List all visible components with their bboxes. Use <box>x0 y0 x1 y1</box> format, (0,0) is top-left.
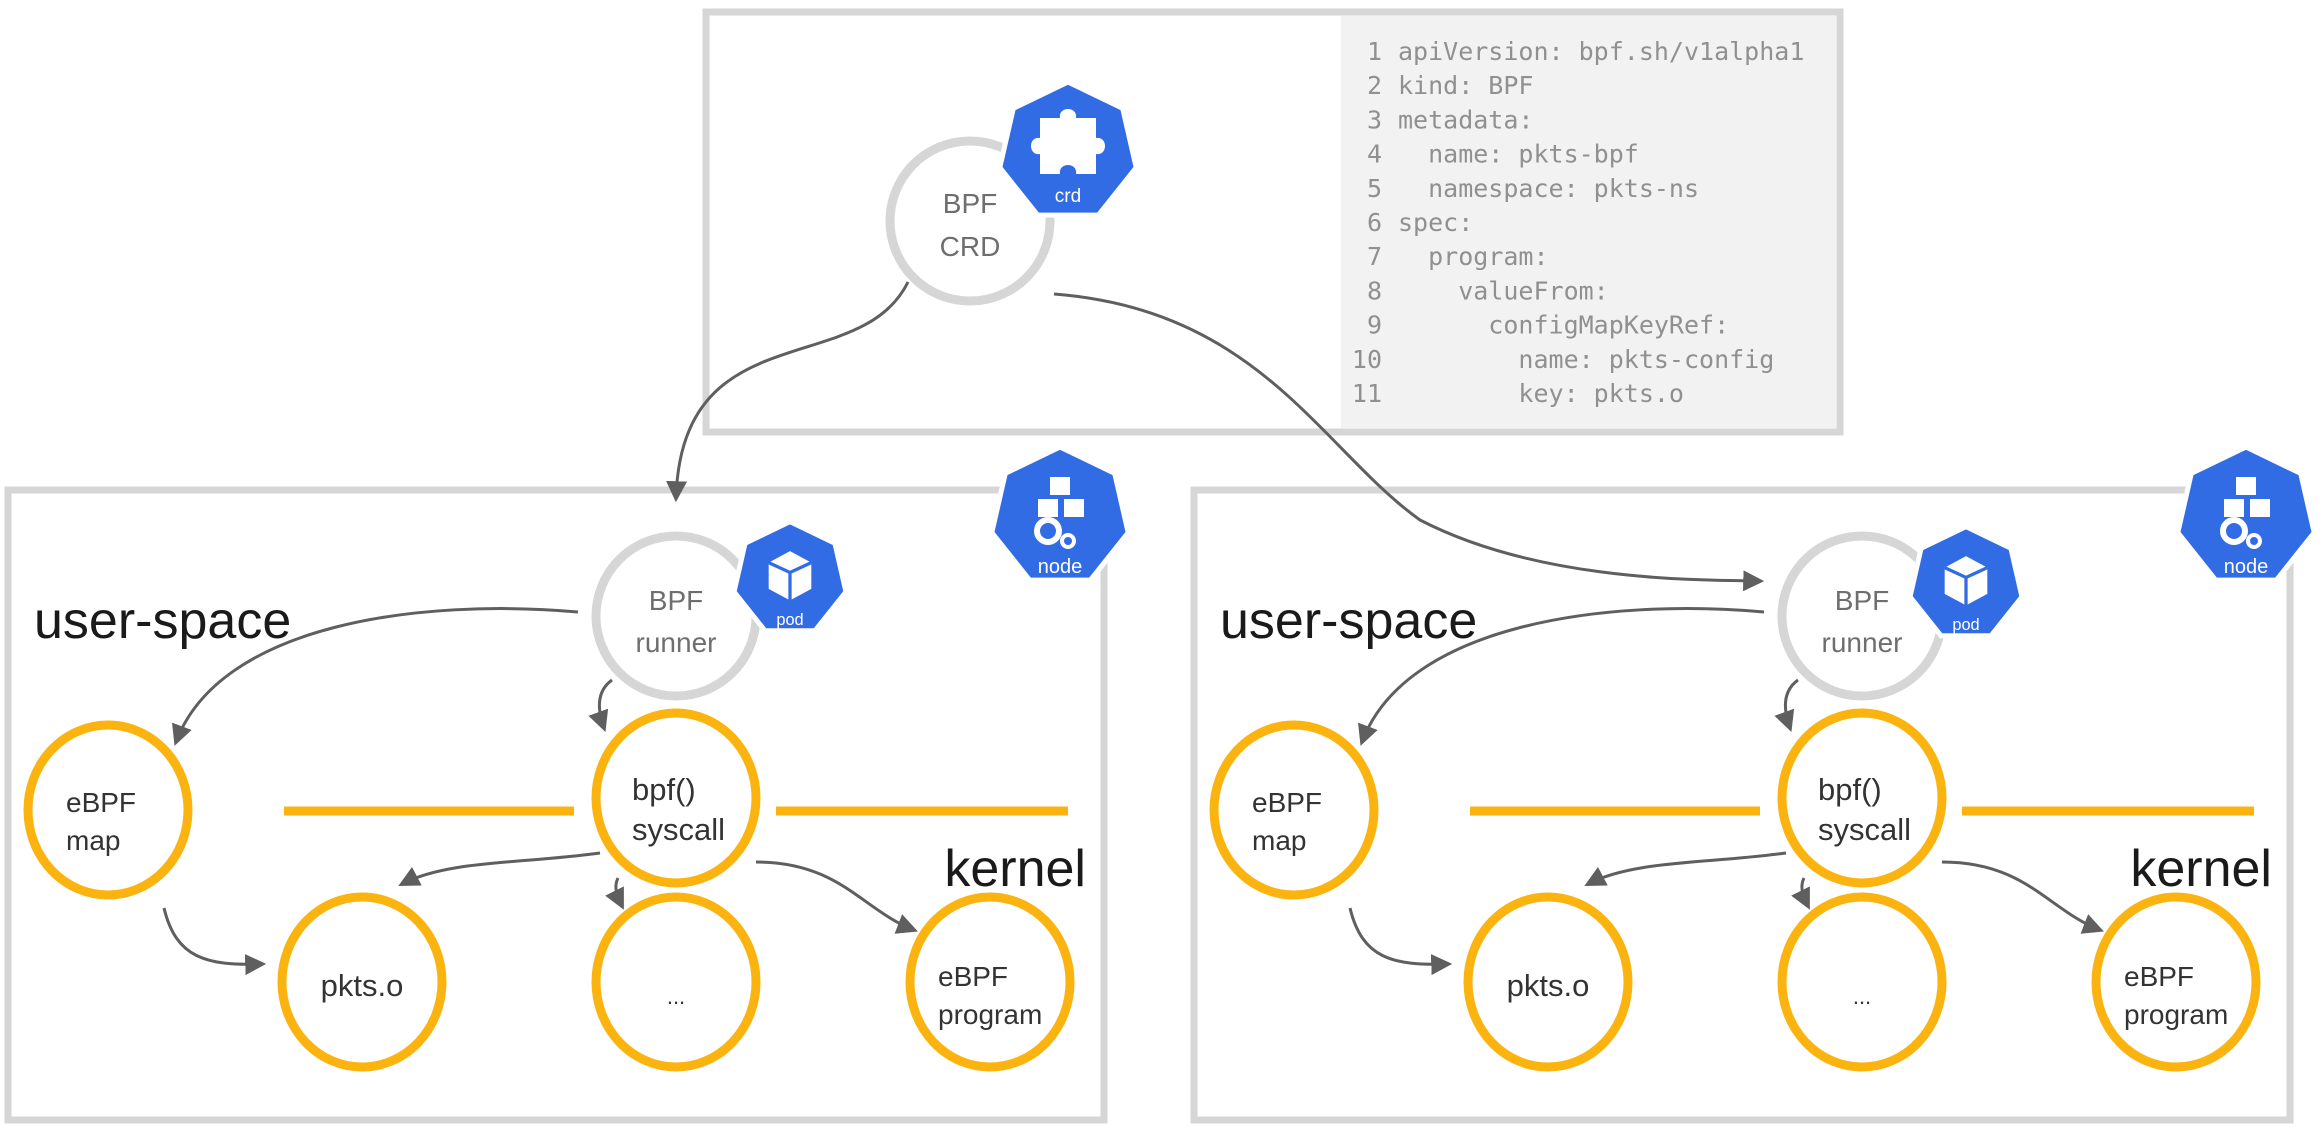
node-badge: node <box>992 447 1128 580</box>
code-line-text: namespace: pkts-ns <box>1398 174 1699 203</box>
ebpf-map-label-line1: eBPF <box>66 787 136 818</box>
pkts-o-label: pkts.o <box>321 968 404 1003</box>
bpf-crd-label-line2: CRD <box>940 231 1001 262</box>
arrow-crd-to-runner-2 <box>1053 292 1765 592</box>
code-line-text: key: pkts.o <box>1398 379 1684 408</box>
bpf-syscall-circle <box>591 708 761 888</box>
code-line-text: spec: <box>1398 208 1473 237</box>
arrow-syscall-to-program <box>1941 860 2104 934</box>
bpf-syscall-circle <box>1777 708 1947 888</box>
code-line-number: 3 <box>1367 105 1382 134</box>
code-line-text: program: <box>1398 242 1549 271</box>
bpf-syscall-label-line1: bpf() <box>632 772 696 807</box>
code-line-number: 6 <box>1367 208 1382 237</box>
node-badge-label: node <box>1038 556 1083 578</box>
code-line-number: 11 <box>1352 379 1382 408</box>
arrow-runner-to-syscall <box>1774 678 1799 732</box>
ellipsis-circle <box>591 892 761 1072</box>
cube-icon <box>767 551 813 601</box>
kernel-label: kernel <box>2130 840 2272 898</box>
pkts-o-circle <box>1463 892 1633 1072</box>
code-line-number: 5 <box>1367 174 1382 203</box>
arrow-syscall-to-pkts <box>1584 851 1787 886</box>
pkts-o-circle <box>277 892 447 1072</box>
arrow-syscall-to-program <box>755 860 918 934</box>
ebpf-program-circle <box>2091 892 2261 1072</box>
cube-icon <box>1943 556 1989 606</box>
ebpf-program-label-line2: program <box>938 999 1042 1030</box>
bpf-syscall-label-line1: bpf() <box>1818 772 1882 807</box>
node-panel-2: user-space kernel node BPF runner pod <box>1190 447 2314 1124</box>
arrow-runner-to-map <box>1358 607 1765 746</box>
ebpf-program-circle <box>905 892 1075 1072</box>
crd-badge-label: crd <box>1055 186 1081 207</box>
pod-badge: pod <box>734 522 846 631</box>
cubes-gear-icon <box>1034 477 1084 549</box>
node-badge: node <box>2178 447 2314 580</box>
ellipsis-circle <box>1777 892 1947 1072</box>
code-line-text: configMapKeyRef: <box>1398 311 1729 340</box>
ebpf-map-label-line2: map <box>66 825 120 856</box>
puzzle-icon <box>1031 109 1105 174</box>
arrow-syscall-to-ellipsis <box>1791 877 1810 910</box>
arrow-crd-to-runner-1 <box>666 281 910 503</box>
bpf-runner-label-line2: runner <box>636 627 717 658</box>
code-line-number: 1 <box>1367 37 1382 66</box>
crd-badge: crd <box>1000 82 1136 215</box>
bpf-runner-label-line1: BPF <box>649 585 703 616</box>
code-line-text: kind: BPF <box>1398 71 1533 100</box>
arrow-runner-to-syscall <box>588 678 613 732</box>
arrow-map-to-pkts <box>162 907 267 976</box>
ebpf-map-circle <box>23 720 193 900</box>
ebpf-map-circle <box>1209 720 1379 900</box>
code-line-text: name: pkts-bpf <box>1398 140 1639 169</box>
arrow-syscall-to-ellipsis <box>605 877 624 910</box>
ebpf-program-label-line2: program <box>2124 999 2228 1030</box>
ellipsis-label: ... <box>1853 984 1871 1009</box>
user-space-label: user-space <box>34 592 291 650</box>
code-line-number: 8 <box>1367 276 1382 305</box>
pod-badge: pod <box>1910 527 2022 636</box>
pod-badge-label: pod <box>1952 616 1979 634</box>
bpf-runner-label-line2: runner <box>1822 627 1903 658</box>
pkts-o-label: pkts.o <box>1507 968 1590 1003</box>
bpf-runner-label-line1: BPF <box>1835 585 1889 616</box>
code-line-number: 4 <box>1367 140 1382 169</box>
arrow-runner-to-map <box>172 607 579 746</box>
code-line-text: metadata: <box>1398 105 1533 134</box>
arrow-syscall-to-pkts <box>398 851 601 886</box>
node-badge-label: node <box>2224 556 2269 578</box>
bpf-runner-circle <box>591 531 761 701</box>
ebpf-map-label-line2: map <box>1252 825 1306 856</box>
code-line-text: valueFrom: <box>1398 276 1609 305</box>
pod-badge-label: pod <box>776 611 803 629</box>
ebpf-program-label-line1: eBPF <box>938 961 1008 992</box>
bpf-crd-label-line1: BPF <box>943 188 997 219</box>
kernel-label: kernel <box>944 840 1086 898</box>
cubes-gear-icon <box>2220 477 2270 549</box>
code-line-text: name: pkts-config <box>1398 345 1774 374</box>
ellipsis-label: ... <box>667 984 685 1009</box>
code-line-number: 10 <box>1352 345 1382 374</box>
code-line-number: 9 <box>1367 311 1382 340</box>
arrow-map-to-pkts <box>1348 907 1453 976</box>
bpf-syscall-label-line2: syscall <box>1818 812 1911 847</box>
code-block <box>1341 16 1836 428</box>
node-panel-1: user-space kernel node BPF runner <box>4 447 1128 1124</box>
ebpf-map-label-line1: eBPF <box>1252 787 1322 818</box>
code-line-number: 7 <box>1367 242 1382 271</box>
bpf-syscall-label-line2: syscall <box>632 812 725 847</box>
code-line-text: apiVersion: bpf.sh/v1alpha1 <box>1398 37 1804 66</box>
code-line-number: 2 <box>1367 71 1382 100</box>
ebpf-program-label-line1: eBPF <box>2124 961 2194 992</box>
user-space-label: user-space <box>1220 592 1477 650</box>
